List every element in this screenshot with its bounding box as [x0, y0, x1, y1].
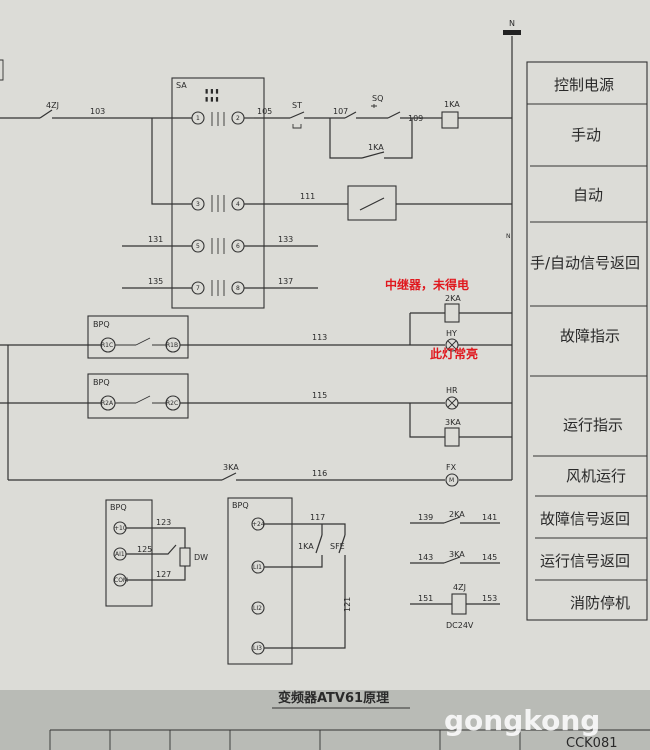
switch-4zj-label: 4ZJ: [46, 101, 59, 110]
wire-label-111: 111: [300, 192, 315, 201]
wire-label-139: 139: [418, 513, 433, 522]
neutral-rail: N N: [503, 19, 521, 480]
sa-terminal-4: 4: [236, 201, 240, 208]
label-manual: 手动: [571, 126, 601, 144]
wire-label-113: 113: [312, 333, 327, 342]
contact-3ka-label: 3KA: [223, 463, 239, 472]
relay-3ka-label: 3KA: [445, 418, 461, 427]
terminal-p10: +10: [114, 525, 127, 532]
wire-label-153: 153: [482, 594, 497, 603]
sa-selector-switch: SA ▮ ▮ ▮ ▮ ▮ ▮ 1 2 3 4 5 6 7 8: [171, 77, 265, 309]
contact-1ka-input-label: 1KA: [298, 542, 314, 551]
label-manual-auto-return: 手/自动信号返回: [530, 254, 640, 272]
indicator-column: 2KA HY HR 3KA 3KA 116 M FX: [7, 294, 512, 487]
terminal-r2a: R2A: [101, 400, 114, 407]
terminal-ai1: AI1: [115, 551, 125, 558]
wire-label-116: 116: [312, 469, 327, 478]
terminal-li1: LI1: [253, 564, 262, 571]
wire-label-131: 131: [148, 235, 163, 244]
wire-label-145: 145: [482, 553, 497, 562]
sa-branch-wires: 111 131 133 135 137: [122, 118, 512, 289]
bpq-run-label: BPQ: [93, 378, 110, 387]
function-label-column: 控制电源 手动 自动 手/自动信号返回 故障指示 运行指示 风机运行 故障信号返…: [526, 61, 648, 621]
label-control-power: 控制电源: [554, 76, 614, 94]
bpq-digital-label: BPQ: [232, 501, 249, 510]
svg-text:M: M: [449, 477, 454, 484]
main-control-line: 4ZJ 103 105 ST 107 SQ 109 1KA 1KA: [0, 94, 512, 159]
sa-label: SA: [176, 81, 187, 90]
terminal-li3: LI3: [253, 645, 262, 652]
wire-label-135: 135: [148, 277, 163, 286]
sa-terminal-7: 7: [196, 285, 200, 292]
neutral-label: N: [509, 19, 515, 28]
wire-label-121: 121: [343, 597, 352, 612]
wire-label-151: 151: [418, 594, 433, 603]
wire-label-137: 137: [278, 277, 293, 286]
watermark-logo: gongkong: [444, 704, 600, 737]
bpq-fault-label: BPQ: [93, 320, 110, 329]
wire-label-125: 125: [137, 545, 152, 554]
label-fan-running: 风机运行: [566, 467, 626, 485]
label-fire-stop: 消防停机: [570, 594, 630, 612]
relay-annotation: 中继器，未得电: [385, 277, 469, 292]
wire-label-109: 109: [408, 114, 423, 123]
sq-switch-label: SQ: [372, 94, 383, 103]
lamp-hr-label: HR: [446, 386, 458, 395]
signal-return-contacts: 139 2KA 141 143 3KA 145 151 4ZJ 153 DC24…: [410, 510, 500, 630]
wire-label-141: 141: [482, 513, 497, 522]
bpq-digital-inputs: BPQ +24 LI1 LI2 LI3 117 1KA SFE 121: [227, 497, 352, 665]
coil-1ka-label: 1KA: [444, 100, 460, 109]
fan-fx-label: FX: [446, 463, 457, 472]
sa-terminal-6: 6: [236, 243, 240, 250]
wire-label-103: 103: [90, 107, 105, 116]
label-run-indication: 运行指示: [563, 416, 623, 434]
wire-label-117: 117: [310, 513, 325, 522]
svg-text:N: N: [506, 233, 511, 240]
bpq-analog-label: BPQ: [110, 503, 127, 512]
wire-label-143: 143: [418, 553, 433, 562]
wire-label-107: 107: [333, 107, 348, 116]
wire-label-105: 105: [257, 107, 272, 116]
terminal-r1b: R1B: [166, 342, 178, 349]
sa-terminal-2: 2: [236, 115, 240, 122]
contact-1ka-label: 1KA: [368, 143, 384, 152]
contact-3ka-return-label: 3KA: [449, 550, 465, 559]
label-run-return: 运行信号返回: [540, 552, 630, 570]
sa-terminal-8: 8: [236, 285, 240, 292]
terminal-p24: +24: [252, 521, 265, 528]
contact-2ka-label: 2KA: [449, 510, 465, 519]
label-fault-return: 故障信号返回: [540, 510, 630, 528]
terminal-li2: LI2: [253, 605, 262, 612]
svg-text:▮ ▮ ▮: ▮ ▮ ▮: [205, 88, 219, 95]
bpq-run-relay: BPQ R2A R2C 115: [0, 373, 445, 419]
wire-label-123: 123: [156, 518, 171, 527]
terminal-r2c: R2C: [166, 400, 178, 407]
wire-label-127: 127: [156, 570, 171, 579]
lamp-annotation: 此灯常亮: [430, 346, 478, 361]
label-fault-indication: 故障指示: [560, 327, 620, 345]
sfe-contact-label: SFE: [330, 542, 345, 551]
label-auto: 自动: [573, 186, 603, 204]
lamp-hy-label: HY: [446, 329, 457, 338]
svg-text:▮ ▮ ▮: ▮ ▮ ▮: [205, 96, 219, 103]
st-button-label: ST: [292, 101, 302, 110]
dc24v-label: DC24V: [446, 621, 474, 630]
title-block: [49, 729, 650, 750]
bpq-analog-input: BPQ +10 AI1 COM 123 125 127 DW: [105, 499, 208, 607]
relay-2ka-label: 2KA: [445, 294, 461, 303]
bpq-fault-relay: BPQ R1C R1B 113: [0, 315, 445, 359]
sa-terminal-5: 5: [196, 243, 200, 250]
sa-terminal-3: 3: [196, 201, 200, 208]
relay-4zj-label: 4ZJ: [453, 583, 466, 592]
potentiometer-dw-label: DW: [194, 553, 208, 562]
wire-label-115: 115: [312, 391, 327, 400]
sa-terminal-1: 1: [196, 115, 200, 122]
terminal-com: COM: [114, 577, 128, 584]
terminal-r1c: R1C: [101, 342, 113, 349]
wire-label-133: 133: [278, 235, 293, 244]
drawing-number: CCK081: [566, 736, 618, 750]
drawing-caption: 变频器ATV61原理: [278, 690, 389, 706]
